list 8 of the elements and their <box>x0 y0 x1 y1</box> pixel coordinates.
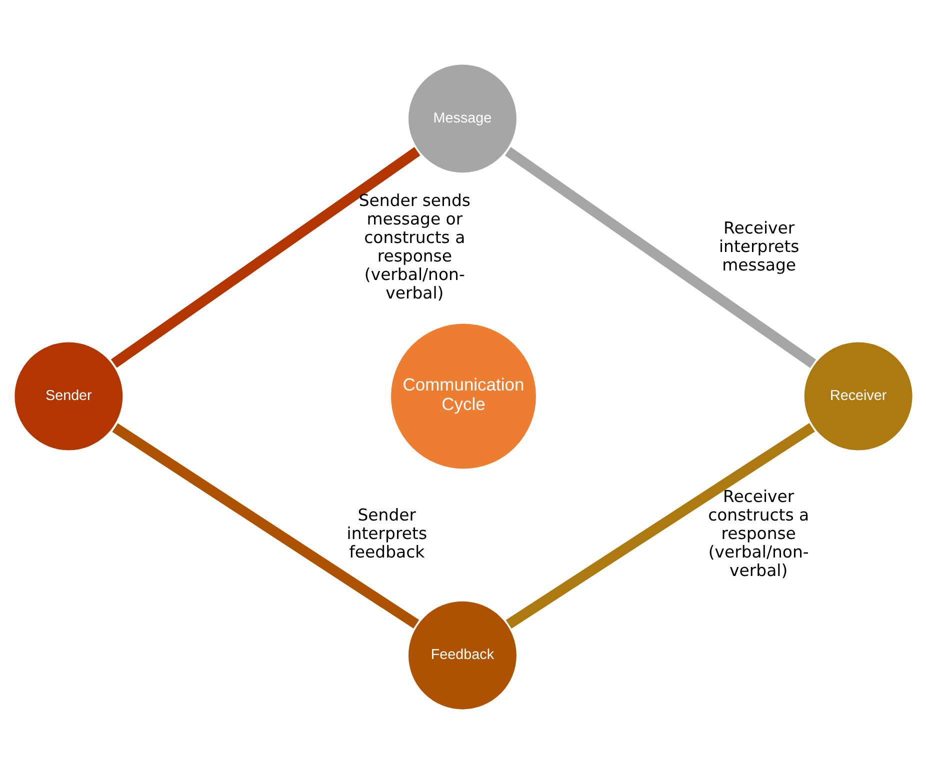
connector <box>110 146 420 368</box>
connector <box>112 422 419 628</box>
edge-label: Receiver constructs a response (verbal/non-verbal) <box>708 486 809 580</box>
connector <box>505 422 814 628</box>
edge-label: Sender interprets feedback <box>346 504 427 561</box>
connector <box>504 146 816 368</box>
edge-label: Receiver interprets message <box>718 218 799 274</box>
edge-label: Sender sends message or constructs a response (verbal/non-verbal) <box>358 190 470 302</box>
